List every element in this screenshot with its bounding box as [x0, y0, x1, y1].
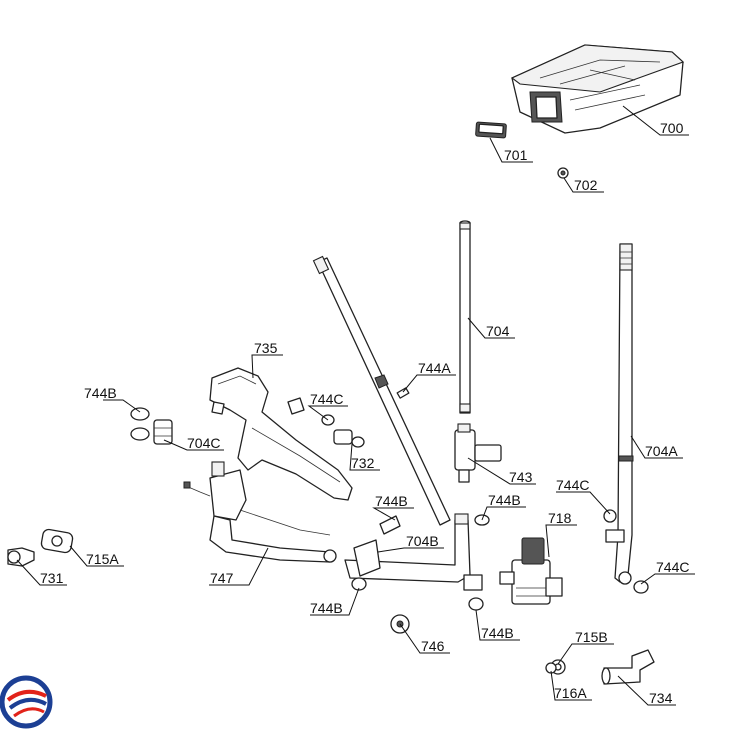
part-704A-tube — [605, 243, 634, 585]
part-744B-clamp-center — [379, 515, 401, 535]
label-744B-bottom-right: 744B — [481, 625, 514, 641]
part-700-dispenser — [510, 44, 685, 134]
label-734: 734 — [649, 690, 673, 706]
leader-lines — [16, 105, 695, 706]
label-746: 746 — [421, 638, 445, 654]
part-744B-clamp-left-b — [130, 427, 150, 441]
part-715A-gasket — [40, 528, 74, 554]
part-701-pad — [475, 121, 507, 139]
label-744C-far-right: 744C — [656, 559, 689, 575]
label-718: 718 — [548, 510, 572, 526]
part-743-valve — [454, 423, 502, 483]
label-735: 735 — [254, 340, 278, 356]
label-744B-center: 744B — [375, 493, 408, 509]
part-702-screw — [557, 167, 569, 179]
label-704A: 704A — [645, 443, 678, 459]
label-715B: 715B — [575, 629, 608, 645]
part-732-connector — [333, 429, 365, 448]
label-701: 701 — [504, 147, 528, 163]
part-747-harness — [183, 461, 337, 563]
part-744B-clamp-left-a — [130, 407, 150, 421]
label-731: 731 — [40, 570, 64, 586]
label-704C: 704C — [187, 435, 220, 451]
part-704C-connector — [153, 419, 173, 445]
part-718-valve — [499, 537, 563, 605]
label-704B: 704B — [406, 533, 439, 549]
label-700: 700 — [660, 120, 684, 136]
label-747: 747 — [210, 570, 234, 586]
part-734-elbow — [601, 649, 655, 685]
label-715A: 715A — [86, 551, 119, 567]
label-744A: 744A — [418, 360, 451, 376]
part-704B-tube-assembly — [312, 255, 483, 591]
part-744C-clamp-right — [603, 509, 617, 523]
part-744B-clamp-bottom-left — [351, 577, 367, 591]
part-744C-clamp-far-right — [633, 580, 649, 594]
brand-logo — [0, 675, 53, 729]
part-735-air-trap — [209, 367, 353, 501]
label-702: 702 — [574, 177, 598, 193]
label-744C-left: 744C — [310, 391, 343, 407]
label-744B-right: 744B — [488, 492, 521, 508]
label-744B-left: 744B — [84, 385, 117, 401]
label-744B-bottom-left: 744B — [310, 600, 343, 616]
label-716A: 716A — [554, 685, 587, 701]
part-744A-clip — [396, 387, 410, 399]
part-731-fitting — [7, 547, 35, 567]
label-704: 704 — [486, 323, 510, 339]
label-732: 732 — [351, 455, 375, 471]
label-743: 743 — [509, 469, 533, 485]
label-744C-right: 744C — [556, 477, 589, 493]
part-704-tube — [459, 220, 471, 414]
callout-labels: 700 701 702 704 704A 744A 744B 704C 744C… — [40, 120, 689, 706]
part-744B-clamp-bottom-right — [468, 597, 484, 611]
